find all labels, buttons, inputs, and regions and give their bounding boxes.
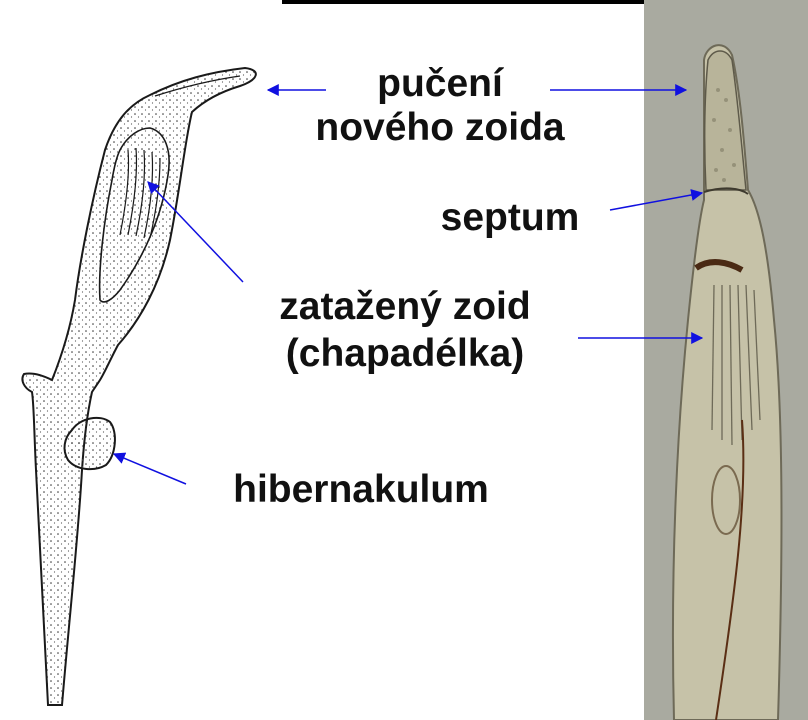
label-budding-line2: nového zoida [283,106,597,150]
label-budding-line1: pučení [355,62,525,106]
retracted-arrow-left [148,182,243,282]
label-retracted-line2: (chapadélka) [256,332,554,376]
label-retracted-line1: zatažený zoid [243,285,567,329]
septum-arrow [610,193,702,210]
label-hibernaculum: hibernakulum [196,468,526,512]
label-septum: septum [418,196,602,240]
hibernaculum-arrow [114,454,186,484]
